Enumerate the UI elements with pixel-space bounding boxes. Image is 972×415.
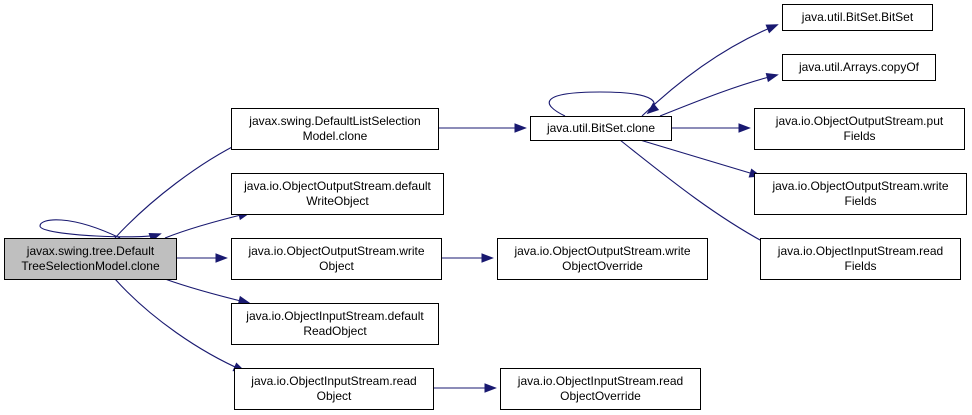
node-box[interactable] [4, 238, 177, 280]
node-label-line: Model.clone [303, 129, 368, 143]
node-label-line: Fields [843, 129, 875, 143]
node-label-line: java.io.ObjectInputStream.read [250, 374, 416, 388]
edge-oos_wo-to-oos_woo [441, 253, 494, 263]
node-label-line: java.io.ObjectInputStream.default [245, 309, 424, 323]
node-box[interactable] [754, 108, 965, 150]
arrowhead-icon [514, 123, 527, 133]
node-ois_roo[interactable]: java.io.ObjectInputStream.readObjectOver… [500, 368, 701, 410]
node-ois_dro[interactable]: java.io.ObjectInputStream.defaultReadObj… [231, 303, 439, 345]
arrowhead-icon [481, 253, 494, 263]
edge-line [641, 24, 778, 117]
node-label-line: Object [319, 259, 354, 273]
arrowhead-icon [215, 253, 228, 263]
node-label-line: ObjectOverride [560, 389, 641, 403]
node-box[interactable] [760, 238, 961, 280]
node-label-line: java.util.BitSet.clone [546, 121, 655, 135]
edge-line [164, 212, 250, 239]
edge-root-to-root [39, 219, 162, 242]
node-label-line: Fields [844, 259, 876, 273]
edge-dlsm-to-bitset_clone [438, 123, 527, 133]
node-dlsm[interactable]: javax.swing.DefaultListSelectionModel.cl… [231, 108, 439, 150]
node-box[interactable] [782, 54, 936, 81]
node-box[interactable] [231, 238, 442, 280]
node-box[interactable] [530, 116, 672, 141]
node-label-line: java.io.ObjectOutputStream.write [513, 244, 690, 258]
node-label-line: java.util.BitSet.BitSet [801, 10, 914, 24]
node-label-line: ObjectOverride [562, 259, 643, 273]
node-label-line: Fields [844, 194, 876, 208]
edge-line [659, 74, 778, 117]
arrowhead-icon [765, 72, 779, 83]
node-box[interactable] [234, 368, 434, 410]
edge-bitset_clone-to-oos_pf [671, 123, 751, 133]
edge-line [639, 139, 761, 177]
node-arrays_copyof[interactable]: java.util.Arrays.copyOf [782, 54, 936, 81]
edge-bitset_clone-to-ois_rf [619, 139, 777, 249]
node-box[interactable] [500, 368, 701, 410]
node-label-line: java.util.Arrays.copyOf [798, 60, 920, 74]
node-label-line: javax.swing.tree.Default [26, 244, 155, 258]
node-label-line: WriteObject [306, 194, 369, 208]
arrowhead-icon [484, 383, 497, 393]
node-label-line: java.io.ObjectOutputStream.write [247, 244, 424, 258]
edge-line [164, 278, 250, 304]
edge-root-to-dlsm [114, 140, 246, 239]
node-label-line: java.io.ObjectInputStream.read [777, 244, 943, 258]
edge-root-to-ois_ro [114, 278, 246, 372]
edge-line [548, 91, 655, 117]
node-box[interactable] [497, 238, 708, 280]
node-oos_dwo[interactable]: java.io.ObjectOutputStream.defaultWriteO… [231, 173, 444, 215]
edge-root-to-ois_dro [164, 278, 251, 306]
arrowhead-icon [646, 102, 660, 115]
edge-ois_ro-to-ois_roo [433, 383, 497, 393]
node-root[interactable]: javax.swing.tree.DefaultTreeSelectionMod… [4, 238, 177, 280]
node-bitset_bitset[interactable]: java.util.BitSet.BitSet [782, 4, 933, 31]
node-bitset_clone[interactable]: java.util.BitSet.clone [530, 116, 672, 141]
edge-line [39, 219, 161, 239]
edge-line [619, 139, 776, 249]
node-label-line: TreeSelectionModel.clone [21, 259, 160, 273]
node-oos_woo[interactable]: java.io.ObjectOutputStream.writeObjectOv… [497, 238, 708, 280]
node-box[interactable] [782, 4, 933, 31]
node-box[interactable] [754, 173, 967, 215]
edge-root-to-oos_dwo [164, 210, 251, 239]
edge-root-to-oos_wo [176, 253, 228, 263]
edge-bitset_clone-to-arrays_copyof [659, 72, 779, 117]
node-label-line: javax.swing.DefaultListSelection [248, 114, 420, 128]
node-box[interactable] [231, 303, 439, 345]
node-label-line: ReadObject [303, 324, 367, 338]
node-label-line: java.io.ObjectOutputStream.put [775, 114, 944, 128]
node-label-line: java.io.ObjectOutputStream.write [771, 179, 948, 193]
edge-bitset_clone-to-bitset_bitset [641, 24, 779, 117]
node-label-line: java.io.ObjectOutputStream.default [243, 179, 431, 193]
arrowhead-icon [765, 24, 779, 34]
node-label-line: Object [317, 389, 352, 403]
edge-bitset_clone-to-oos_wf [639, 139, 762, 178]
node-box[interactable] [231, 173, 444, 215]
nodes-layer: javax.swing.tree.DefaultTreeSelectionMod… [4, 4, 967, 410]
node-label-line: java.io.ObjectInputStream.read [517, 374, 683, 388]
edge-line [114, 140, 245, 239]
arrowhead-icon [738, 123, 751, 133]
node-box[interactable] [231, 108, 439, 150]
edge-line [114, 278, 245, 372]
edge-bitset_clone-to-bitset_clone [548, 91, 660, 117]
